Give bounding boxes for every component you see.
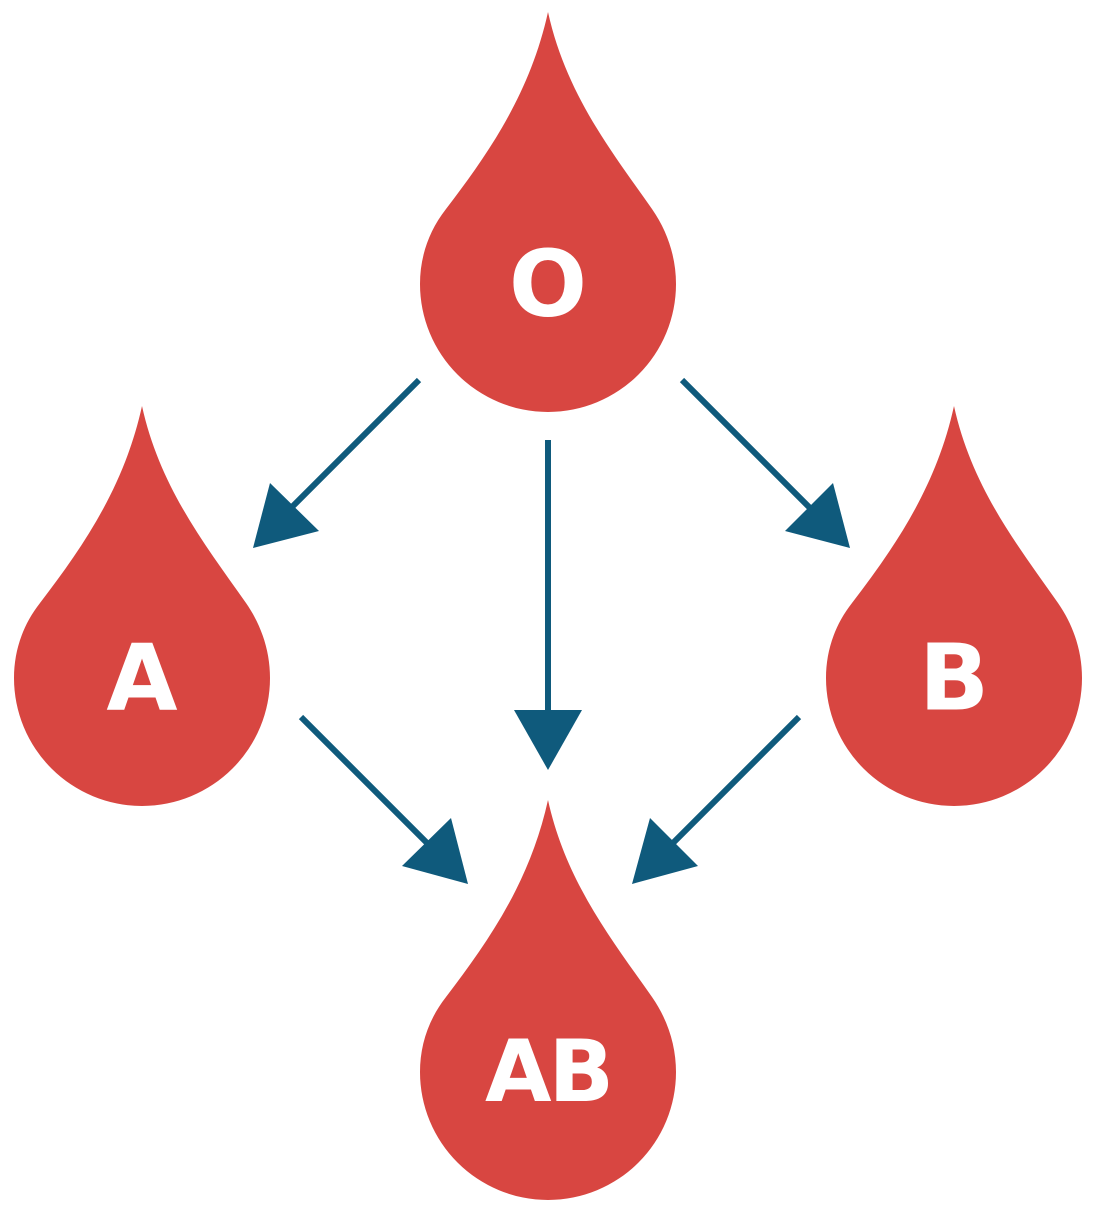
arrow-a-to-ab bbox=[298, 714, 468, 884]
drop-ab-label: AB bbox=[485, 1022, 611, 1122]
drop-b-shape bbox=[826, 406, 1082, 806]
arrow-o-to-a bbox=[253, 377, 422, 548]
drop-o-label: O bbox=[509, 231, 587, 338]
arrow-o-to-a-head bbox=[253, 483, 319, 548]
arrow-o-to-b-line bbox=[679, 377, 819, 517]
arrow-b-to-ab-line bbox=[663, 714, 802, 853]
arrow-o-to-a-line bbox=[282, 377, 422, 517]
arrow-o-to-ab-head bbox=[514, 710, 582, 770]
drop-a-shape bbox=[14, 406, 270, 806]
drop-o-shape bbox=[420, 12, 676, 412]
arrow-o-to-b-head bbox=[785, 483, 850, 548]
arrow-o-to-ab bbox=[514, 440, 582, 770]
drop-ab: AB bbox=[420, 800, 676, 1200]
arrow-b-to-ab-head bbox=[632, 818, 698, 884]
drop-b: B bbox=[826, 406, 1082, 806]
drop-o: O bbox=[420, 12, 676, 412]
arrow-a-to-ab-head bbox=[402, 818, 468, 884]
arrow-b-to-ab bbox=[632, 714, 802, 884]
drop-b-label: B bbox=[919, 625, 989, 732]
drop-a: A bbox=[14, 406, 270, 806]
arrow-a-to-ab-line bbox=[298, 714, 437, 853]
arrow-o-to-b bbox=[679, 377, 850, 548]
drop-a-label: A bbox=[106, 625, 177, 732]
